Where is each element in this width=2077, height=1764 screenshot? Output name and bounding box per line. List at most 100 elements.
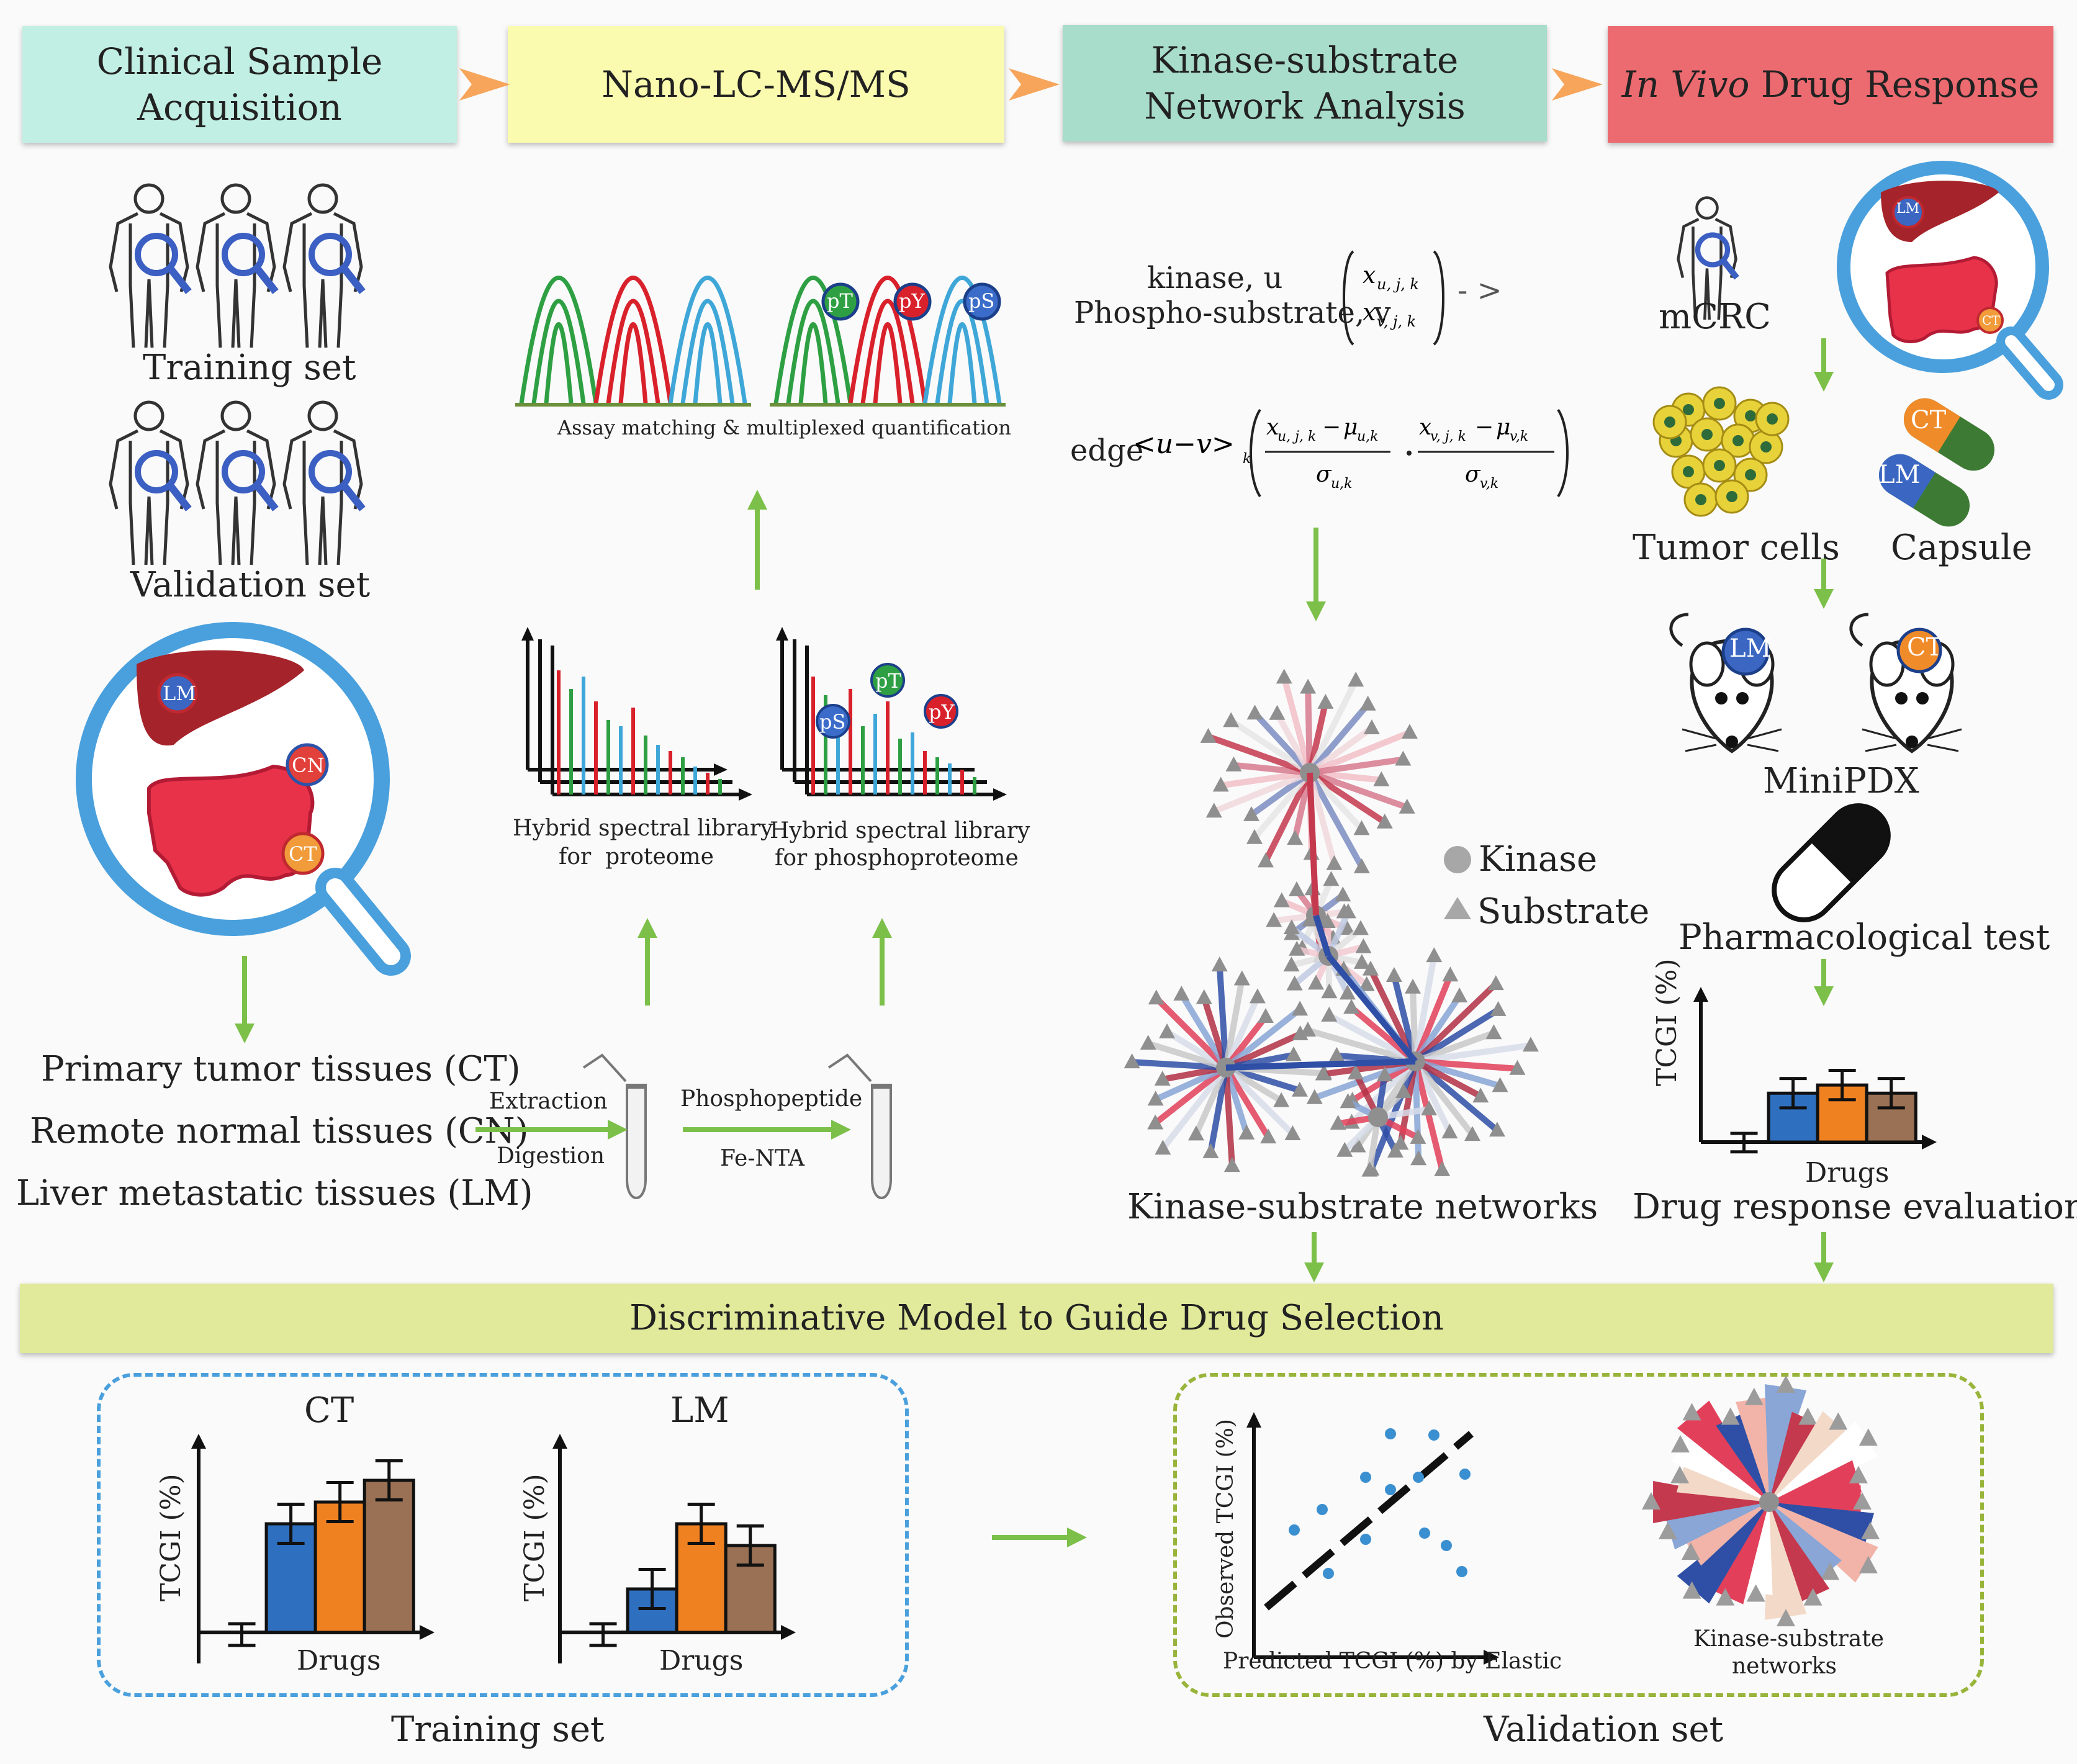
network-wedge bbox=[1769, 1411, 1852, 1502]
substrate-node bbox=[1353, 820, 1370, 835]
header-clinical-text: Clinical Sample Acquisition bbox=[96, 40, 383, 128]
header-nano-text: Nano-LC-MS/MS bbox=[601, 63, 911, 106]
substrate-node bbox=[1187, 1125, 1204, 1141]
tissue-cn: Remote normal tissues (CN) bbox=[30, 1111, 529, 1151]
substrate-node bbox=[1721, 1407, 1740, 1425]
capsule-tag-ct: CT bbox=[1911, 406, 1947, 434]
substrate-node bbox=[1464, 1126, 1480, 1141]
network-edge bbox=[1307, 771, 1365, 869]
substrate-node bbox=[1315, 1065, 1331, 1081]
y-axis-arrowhead bbox=[552, 1434, 567, 1449]
network-wedge bbox=[1769, 1502, 1878, 1583]
scatter-validation bbox=[1246, 1412, 1499, 1665]
tube-icons bbox=[582, 1053, 892, 1199]
substrate-node bbox=[1442, 966, 1459, 982]
substrate-node bbox=[1321, 983, 1338, 999]
network-edge bbox=[1309, 770, 1408, 811]
substrate-node bbox=[1243, 806, 1259, 821]
chart-ct-title: CT bbox=[304, 1390, 354, 1431]
lib-phospho-line1: Hybrid spectral library bbox=[770, 818, 1030, 844]
substrate-node bbox=[1410, 1150, 1427, 1166]
svg-text:v,k: v,k bbox=[1480, 476, 1498, 492]
network-edge bbox=[1220, 770, 1310, 789]
substrate-node bbox=[1670, 1435, 1690, 1453]
tag-ct: CT bbox=[289, 842, 317, 866]
scatter-point bbox=[1289, 1524, 1300, 1536]
human-icon-1 bbox=[110, 185, 189, 348]
substrate-node bbox=[1288, 881, 1305, 896]
digestion-label: Digestion bbox=[497, 1143, 605, 1169]
svg-text:k: k bbox=[1243, 451, 1251, 467]
peak-profiles bbox=[515, 276, 1006, 407]
network-wedge bbox=[1716, 1411, 1769, 1502]
substrate-node bbox=[1302, 911, 1318, 927]
y-axis-arrowhead bbox=[191, 1434, 206, 1449]
substrate-node bbox=[1140, 1035, 1156, 1050]
scatter-point bbox=[1317, 1504, 1328, 1515]
network-edge bbox=[1225, 1058, 1416, 1071]
capsule-icons bbox=[1878, 398, 1995, 527]
tube-2 bbox=[827, 1053, 892, 1199]
network-edge bbox=[1313, 1058, 1417, 1101]
tumor-nucleus bbox=[1683, 404, 1694, 415]
chevron-1 bbox=[459, 68, 510, 101]
tumor-nucleus bbox=[1714, 460, 1725, 471]
substrate-node bbox=[1385, 967, 1402, 983]
tumor-nucleus bbox=[1701, 429, 1713, 440]
scatter-point bbox=[1385, 1428, 1396, 1439]
svg-text:u,k: u,k bbox=[1331, 476, 1353, 492]
substrate-node bbox=[1861, 1521, 1880, 1539]
substrate-node bbox=[1376, 813, 1393, 829]
chevron-2 bbox=[1009, 68, 1060, 101]
substrate-node bbox=[1323, 871, 1340, 886]
mcrc-label: mCRC bbox=[1659, 297, 1771, 337]
human-icon-2 bbox=[197, 185, 276, 348]
substrate-node bbox=[1353, 858, 1370, 873]
network-wedge bbox=[1769, 1460, 1862, 1502]
header-kinase-text: Kinase-substrate Network Analysis bbox=[1144, 39, 1466, 127]
network-edge bbox=[1305, 687, 1313, 773]
phosphopeptide-label: Phosphopeptide bbox=[680, 1086, 863, 1112]
substrate-node bbox=[1291, 1081, 1308, 1097]
network-edge bbox=[1147, 1040, 1227, 1071]
substrate-node bbox=[1361, 1161, 1378, 1177]
substrate-node bbox=[1681, 1542, 1700, 1560]
tag-cn: CN bbox=[292, 754, 325, 777]
fit-line bbox=[1264, 1431, 1474, 1611]
substrate-node bbox=[1744, 1387, 1764, 1405]
substrate-node bbox=[1287, 830, 1304, 845]
svg-text:σ: σ bbox=[1316, 462, 1332, 487]
network-edge bbox=[1216, 965, 1229, 1068]
substrate-node bbox=[1205, 803, 1222, 818]
svg-text:u, j, k: u, j, k bbox=[1277, 429, 1316, 444]
network-edge bbox=[1308, 770, 1387, 825]
substrate-node bbox=[1335, 886, 1351, 902]
substrate-node bbox=[1716, 1588, 1735, 1606]
tissue-ct: Primary tumor tissues (CT) bbox=[41, 1049, 521, 1089]
scatter-point bbox=[1441, 1540, 1452, 1551]
network-edge bbox=[1307, 702, 1371, 775]
x-axis-arrowhead bbox=[420, 1625, 435, 1640]
substrate-node bbox=[1682, 1581, 1701, 1599]
human-icon-5 bbox=[197, 402, 276, 565]
network-edge bbox=[1415, 1042, 1531, 1064]
tumor-nucleus bbox=[1767, 413, 1778, 425]
fe-nta-label: Fe-NTA bbox=[720, 1146, 805, 1171]
substrate-node bbox=[1147, 1114, 1164, 1130]
substrate-node bbox=[1258, 852, 1274, 868]
substrate-node bbox=[1347, 1064, 1364, 1080]
training-caption: Training set bbox=[391, 1709, 605, 1750]
substrate-label: Phospho-substrate, v bbox=[1074, 295, 1391, 330]
substrate-node bbox=[1292, 1001, 1309, 1016]
substrate-node bbox=[1246, 704, 1263, 720]
substrate-node bbox=[1328, 1046, 1345, 1062]
substrate-node bbox=[1159, 1023, 1176, 1038]
human-icon-6 bbox=[284, 402, 363, 565]
human-icon-3 bbox=[284, 185, 363, 348]
substrate-node bbox=[1853, 1492, 1872, 1510]
svg-text:v, j, k: v, j, k bbox=[1377, 313, 1416, 330]
scatter-point bbox=[1360, 1534, 1371, 1545]
svg-text:x: x bbox=[1363, 299, 1376, 326]
chevron-3 bbox=[1552, 68, 1603, 101]
kinase-matrix-formula: x u, j, k x v, j, k bbox=[1343, 250, 1444, 346]
